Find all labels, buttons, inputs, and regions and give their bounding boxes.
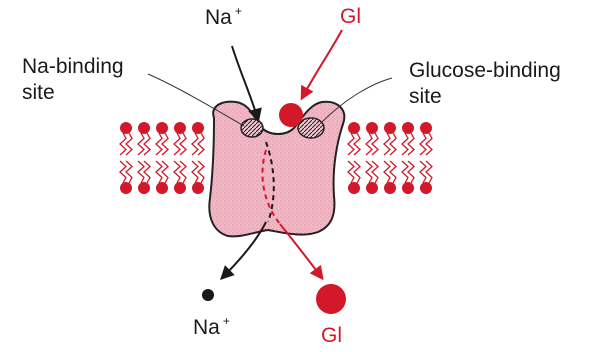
lipid-tail bbox=[384, 161, 396, 183]
lipid-head bbox=[138, 182, 150, 194]
glucose-molecule-released bbox=[316, 284, 346, 314]
sodium-ion-released bbox=[202, 289, 214, 301]
lipid-head bbox=[156, 182, 168, 194]
lipid-tail bbox=[348, 161, 360, 183]
lipid-bilayer-left bbox=[120, 122, 204, 194]
lipid-tail bbox=[420, 161, 432, 183]
lipid-tail bbox=[156, 133, 168, 155]
glucose-binding-label-line1: Glucose-binding bbox=[409, 58, 561, 84]
lipid-tail bbox=[366, 133, 378, 155]
glucose-binding-site bbox=[298, 118, 324, 138]
lipid-head bbox=[174, 182, 186, 194]
glucose-bottom-label: Gl bbox=[321, 323, 342, 349]
glucose-binding-label-line2: site bbox=[409, 84, 561, 110]
lipid-tail bbox=[402, 133, 414, 155]
lipid-head bbox=[192, 182, 204, 194]
lipid-head bbox=[156, 122, 168, 134]
lipid-head bbox=[120, 122, 132, 134]
lipid-head bbox=[174, 122, 186, 134]
lipid-head bbox=[384, 182, 396, 194]
sodium-bottom-text: Na bbox=[193, 316, 220, 339]
glucose-binding-site-label: Glucose-binding site bbox=[409, 58, 561, 110]
glucose-molecule-bound bbox=[279, 103, 303, 127]
na-binding-site-label: Na-binding site bbox=[22, 54, 124, 106]
lipid-head bbox=[402, 122, 414, 134]
lipid-tail bbox=[174, 133, 186, 155]
lipid-tail bbox=[156, 161, 168, 183]
lipid-head bbox=[348, 182, 360, 194]
lipid-tail bbox=[120, 161, 132, 183]
lipid-head bbox=[384, 122, 396, 134]
sodium-top-label: Na+ bbox=[205, 5, 242, 33]
na-binding-label-line2: site bbox=[22, 80, 124, 106]
lipid-tail bbox=[138, 161, 150, 183]
sodium-top-text: Na bbox=[205, 6, 232, 29]
na-binding-site bbox=[241, 119, 263, 137]
lipid-tail bbox=[174, 161, 186, 183]
glucose-bottom-text: Gl bbox=[321, 324, 342, 347]
lipid-tail bbox=[402, 161, 414, 183]
lipid-head bbox=[138, 122, 150, 134]
lipid-head bbox=[366, 122, 378, 134]
lipid-head bbox=[420, 122, 432, 134]
lipid-bilayer-right bbox=[348, 122, 432, 194]
lipid-head bbox=[420, 182, 432, 194]
glucose-entry-arrow bbox=[302, 30, 342, 98]
sodium-top-charge: + bbox=[235, 4, 242, 18]
glucose-top-text: Gl bbox=[340, 5, 361, 28]
lipid-tail bbox=[138, 133, 150, 155]
na-binding-label-line1: Na-binding bbox=[22, 54, 124, 80]
lipid-head bbox=[348, 122, 360, 134]
lipid-head bbox=[192, 122, 204, 134]
lipid-tail bbox=[420, 133, 432, 155]
lipid-tail bbox=[120, 133, 132, 155]
lipid-tail bbox=[348, 133, 360, 155]
lipid-tail bbox=[192, 133, 204, 155]
lipid-head bbox=[402, 182, 414, 194]
lipid-head bbox=[366, 182, 378, 194]
sodium-bottom-charge: + bbox=[223, 314, 230, 328]
lipid-head bbox=[120, 182, 132, 194]
sodium-bottom-label: Na+ bbox=[193, 315, 230, 343]
glucose-top-label: Gl bbox=[340, 4, 361, 30]
lipid-tail bbox=[384, 133, 396, 155]
transporter-protein bbox=[209, 102, 344, 237]
lipid-tail bbox=[366, 161, 378, 183]
lipid-tail bbox=[192, 161, 204, 183]
